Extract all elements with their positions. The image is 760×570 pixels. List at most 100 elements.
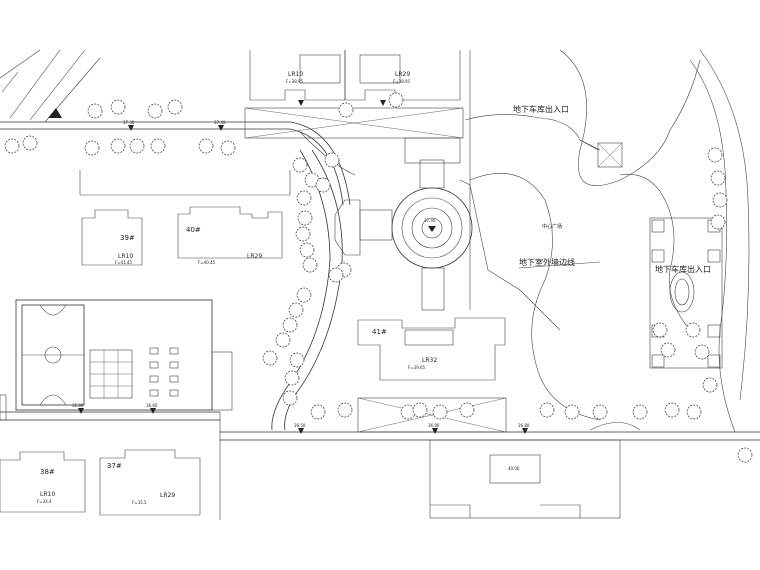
tree-icon [702,377,718,393]
elevation-road5: 36.50 [294,423,306,428]
b40-num: 40# [186,226,201,234]
elevation-bottom-right: 40.00 [508,466,520,471]
elevation-center: 37.40 [424,218,436,223]
tree-icon [288,302,304,318]
diagonal-roads [0,49,101,123]
tree-icon [652,322,668,338]
elevation-markers: 37.30 37.40 36.80 36.60 36.50 36.90 36.8… [72,100,530,434]
buildings-38-37: 38# LR10 F=34.4 37# LR29 F=35.5 [0,449,201,516]
tree-icon [4,138,20,154]
tree-icon [198,138,214,154]
tree-icon [302,257,318,273]
label-underground-exit-top: 地下车库出入口 [513,104,569,114]
b40-type: LR29 [247,253,262,260]
tree-icon [292,157,308,173]
amenity-boxes [149,347,179,397]
tree-icon [686,404,702,420]
tree-icon [660,342,676,358]
tree-icon [84,140,100,156]
tree-icon [275,332,291,348]
b41-type: LR32 [422,357,437,364]
b41-num: 41# [372,328,387,336]
b39-type: LR10 [118,253,133,260]
tree-icon [282,390,298,406]
b-top2-level: F=38.95 [393,79,411,84]
tree-icon [412,402,428,418]
elevation-road7: 36.80 [518,423,530,428]
elevation-road3: 36.80 [72,403,84,408]
label-center-plaza: 中心广场 [542,223,562,230]
tree-icon [284,370,300,386]
landscape-paths [459,49,750,433]
b38-type: LR10 [40,491,55,498]
elevation-road2: 37.40 [214,120,226,125]
b41-level: F=39.65 [408,365,426,370]
center-plaza: 37.40 [334,159,473,311]
tree-icon [289,352,305,368]
tree-icon [296,287,312,303]
tree-icon [459,402,475,418]
north-arrow-icon [48,108,62,118]
top-buildings: LR10 F=38.95 LR29 F=38.95 [249,50,461,101]
tree-icon [324,152,340,168]
main-road-top [0,121,351,206]
plaza-elevation-icon [428,226,436,232]
tree-icon [147,103,163,119]
b37-type: LR29 [160,492,175,499]
tree-icon [564,404,580,420]
tree-icon [299,242,315,258]
b-top1-level: F=38.95 [286,79,304,84]
tree-icon [296,190,312,206]
tree-icon [297,210,313,226]
tree-icon [87,103,103,119]
tree-icon [167,99,183,115]
tree-icon [110,99,126,115]
tree-icon [282,317,298,333]
tree-icon [295,226,311,242]
tree-icon [338,102,354,118]
right-structure [579,139,723,369]
b39-level: F=41.45 [115,260,133,265]
tree-icon [110,138,126,154]
boundary-leader [518,261,601,269]
tree-icon [712,192,728,208]
b-top1-type: LR10 [288,71,303,78]
b37-level: F=35.5 [132,500,147,505]
tree-icon [737,447,753,463]
tree-icon [150,138,166,154]
tree-icon [539,402,555,418]
tree-icon [388,92,404,108]
tree-icon [22,135,38,151]
elevation-road1: 37.30 [123,120,135,125]
parking-lot-top [244,107,464,164]
b37-num: 37# [107,462,122,470]
tree-icon [310,404,326,420]
tree-icon [315,177,331,193]
parking-lot-bottom [357,397,507,433]
tree-icon [685,322,701,338]
b39-num: 39# [120,234,135,242]
elevation-road4: 36.60 [146,403,158,408]
building-41: 41# LR32 F=39.65 [357,317,506,381]
b-top2-type: LR29 [395,71,410,78]
bottom-right-block: 40.00 [429,439,621,519]
tree-icon [400,404,416,420]
tree-icon [262,350,278,366]
tennis-courts [89,349,133,399]
tree-icon [710,170,726,186]
trees-group [4,92,753,463]
b38-level: F=34.4 [37,499,52,504]
tree-icon [694,344,710,360]
tree-icon [710,214,726,230]
tree-icon [328,267,344,283]
label-underground-boundary: 地下室外墙边线 [519,257,575,267]
elevation-road6: 36.90 [428,423,440,428]
b40-level: F=40.45 [198,260,216,265]
label-underground-exit-right: 地下车库出入口 [655,264,711,274]
tree-icon [337,402,353,418]
sports-area [0,299,233,421]
tree-icon [220,140,236,156]
tree-icon [129,138,145,154]
